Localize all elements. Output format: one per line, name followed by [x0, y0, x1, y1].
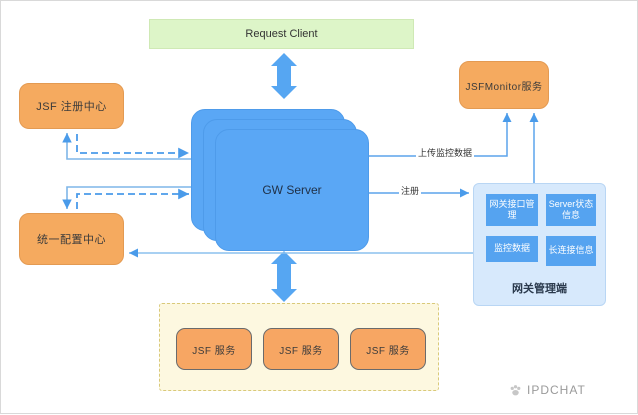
request-client-box: Request Client [149, 19, 414, 49]
jsf-registry-label: JSF 注册中心 [36, 101, 107, 113]
tile-gateway-interface-mgmt[interactable]: 网关接口管理 [486, 194, 538, 226]
tile-monitor-data[interactable]: 监控数据 [486, 236, 538, 262]
jsf-service-box-1: JSF 服务 [176, 328, 252, 370]
jsf-service-box-2: JSF 服务 [263, 328, 339, 370]
arrow-client-gwserver [271, 53, 297, 99]
config-center-box: 统一配置中心 [19, 213, 124, 265]
watermark: IPDCHAT [509, 383, 586, 397]
config-center-label: 统一配置中心 [37, 234, 106, 246]
line-upload-monitor-data [367, 113, 512, 157]
paw-logo-icon [510, 384, 521, 395]
edge-label-upload-monitor-data: 上传监控数据 [416, 146, 475, 159]
jsf-monitor-label: JSFMonitor服务 [465, 81, 543, 93]
gateway-admin-panel: 网关接口管理 Server状态信息 监控数据 长连接信息 网关管理端 [473, 183, 606, 306]
jsf-registry-box: JSF 注册中心 [19, 83, 124, 129]
jsf-monitor-box: JSFMonitor服务 [459, 61, 549, 109]
jsf-service-box-3: JSF 服务 [350, 328, 426, 370]
edge-label-register: 注册 [399, 184, 422, 197]
gw-server-layer-front: GW Server [215, 129, 369, 251]
line-registry-to-gwserver [76, 134, 189, 159]
line-config-to-gwserver [76, 188, 189, 209]
line-gwserver-to-registry [62, 133, 191, 160]
gateway-admin-title: 网关管理端 [512, 283, 567, 295]
gw-server-label: GW Server [262, 183, 322, 197]
line-gwserver-to-config [62, 186, 191, 209]
tile-long-connection-info[interactable]: 长连接信息 [546, 236, 596, 266]
watermark-text: IPDCHAT [527, 383, 586, 397]
tile-server-status-info[interactable]: Server状态信息 [546, 194, 596, 226]
jsf-services-group: JSF 服务 JSF 服务 JSF 服务 [159, 303, 439, 391]
request-client-label: Request Client [245, 28, 318, 40]
arrow-gwserver-services [271, 251, 297, 302]
